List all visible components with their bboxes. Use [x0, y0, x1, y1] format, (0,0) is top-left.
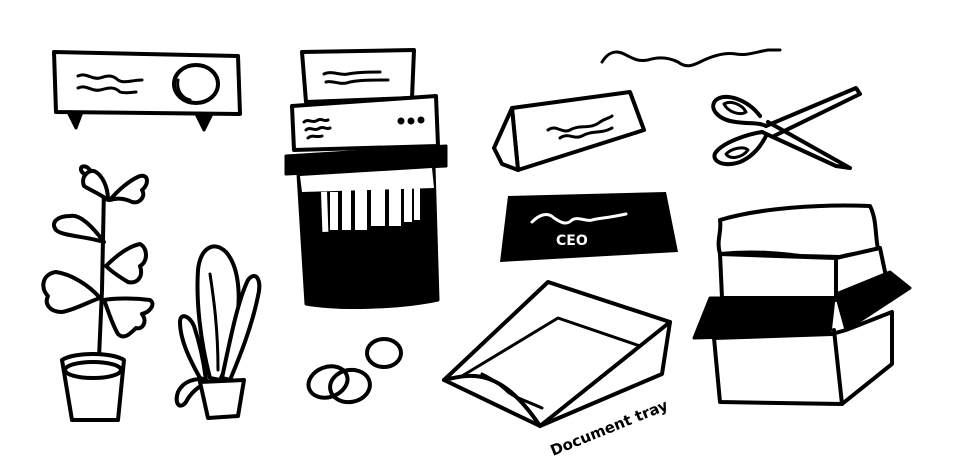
- scissors-icon: [711, 86, 862, 170]
- open-paper-box-icon: [692, 203, 912, 406]
- shredded-strips: [321, 184, 420, 232]
- projector-icon: [52, 50, 242, 132]
- paper-shredder-icon: [284, 48, 448, 309]
- document-tray-icon: Document tray: [442, 280, 672, 460]
- ceo-name-plate-icon: CEO: [500, 192, 678, 262]
- rubber-bands-icon: [306, 337, 403, 405]
- desk-name-plate-icon: [492, 90, 646, 172]
- ceo-label: CEO: [556, 233, 588, 249]
- tall-potted-plant-icon: [41, 164, 155, 422]
- wavy-string-icon: [600, 48, 782, 68]
- small-potted-plant-icon: [174, 244, 262, 420]
